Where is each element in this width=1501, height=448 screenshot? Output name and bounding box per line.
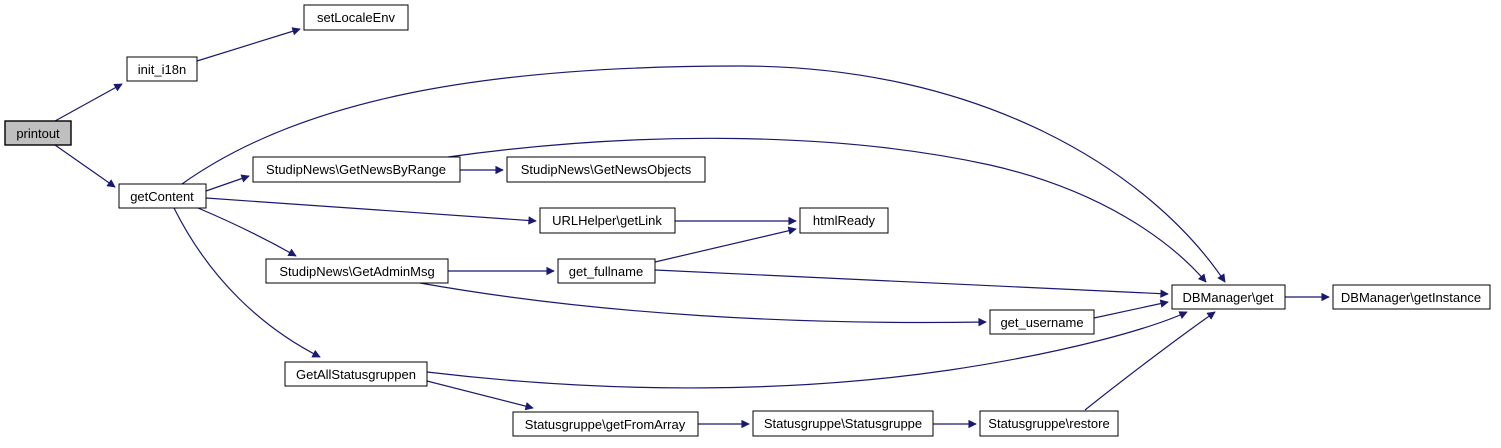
node-htmlReady-box[interactable] xyxy=(799,207,889,234)
node-restore-box[interactable] xyxy=(979,410,1119,437)
node-GetNewsObjects-box[interactable] xyxy=(506,156,706,183)
node-get_fullname-label: get_fullname xyxy=(569,264,643,279)
node-init_i18n-box[interactable] xyxy=(126,56,198,82)
node-init_i18n[interactable]: init_i18n xyxy=(126,56,198,82)
edge-printout-to-init_i18n xyxy=(54,83,123,122)
node-DBManager_getInstance-label: DBManager\getInstance xyxy=(1341,290,1481,305)
node-GetAdminMsg-label: StudipNews\GetAdminMsg xyxy=(279,264,434,279)
node-layer: printout init_i18n setLocaleEnv getConte… xyxy=(4,4,1491,437)
node-get_fullname[interactable]: get_fullname xyxy=(557,258,656,284)
node-getFromArray[interactable]: Statusgruppe\getFromArray xyxy=(512,411,699,437)
node-setLocaleEnv[interactable]: setLocaleEnv xyxy=(303,4,409,31)
node-getLink[interactable]: URLHelper\getLink xyxy=(539,207,676,234)
node-getFromArray-box[interactable] xyxy=(512,411,699,437)
node-htmlReady[interactable]: htmlReady xyxy=(799,207,889,234)
node-GetNewsByRange-box[interactable] xyxy=(252,156,461,183)
node-DBManager_getInstance-box[interactable] xyxy=(1332,284,1491,310)
edge-get_fullname-to-DBManager_get xyxy=(654,269,1169,298)
node-getFromArray-label: Statusgruppe\getFromArray xyxy=(525,417,686,432)
node-printout-box xyxy=(4,120,72,146)
node-getContent-label: getContent xyxy=(130,189,194,204)
node-getContent[interactable]: getContent xyxy=(118,183,207,209)
edge-restore-to-DBManager_get xyxy=(1084,311,1216,411)
node-getLink-label: URLHelper\getLink xyxy=(552,213,662,228)
edge-get_fullname-to-htmlReady xyxy=(654,226,797,263)
node-get_username[interactable]: get_username xyxy=(989,309,1095,335)
node-init_i18n-label: init_i18n xyxy=(138,62,186,77)
node-GetAllStatusgruppen-label: GetAllStatusgruppen xyxy=(296,367,416,382)
node-GetAllStatusgruppen[interactable]: GetAllStatusgruppen xyxy=(284,361,428,387)
edge-getContent-to-GetNewsByRange xyxy=(205,174,250,192)
node-Statusgruppe[interactable]: Statusgruppe\Statusgruppe xyxy=(752,410,934,437)
node-printout-label: printout xyxy=(16,126,60,141)
edge-GetNewsByRange-to-DBManager_get xyxy=(447,137,1207,283)
node-GetNewsObjects[interactable]: StudipNews\GetNewsObjects xyxy=(506,156,706,183)
node-GetNewsObjects-label: StudipNews\GetNewsObjects xyxy=(521,162,692,177)
edge-GetAdminMsg-to-get_username xyxy=(419,282,987,327)
node-GetNewsByRange-label: StudipNews\GetNewsByRange xyxy=(266,162,446,177)
edge-getContent-to-GetAdminMsg xyxy=(197,207,297,257)
edge-get_username-to-DBManager_get xyxy=(1093,299,1169,319)
edge-getContent-to-getLink xyxy=(205,197,537,225)
node-get_username-box[interactable] xyxy=(989,309,1095,335)
node-DBManager_get-label: DBManager\get xyxy=(1182,290,1273,305)
node-GetAllStatusgruppen-box[interactable] xyxy=(284,361,428,387)
node-restore-label: Statusgruppe\restore xyxy=(988,416,1109,431)
node-getContent-box[interactable] xyxy=(118,183,207,209)
node-GetAdminMsg-box[interactable] xyxy=(265,258,449,284)
node-GetNewsByRange[interactable]: StudipNews\GetNewsByRange xyxy=(252,156,461,183)
edge-GetAllStatusgruppen-to-getFromArray xyxy=(426,380,534,411)
edge-printout-to-getContent xyxy=(54,144,116,188)
node-Statusgruppe-label: Statusgruppe\Statusgruppe xyxy=(764,416,922,431)
node-getLink-box[interactable] xyxy=(539,207,676,234)
edge-init_i18n-to-setLocaleEnv xyxy=(196,27,301,62)
node-get_fullname-box[interactable] xyxy=(557,258,656,284)
node-printout: printout xyxy=(4,120,72,146)
edge-layer xyxy=(54,27,1330,429)
node-DBManager_get-box[interactable] xyxy=(1171,284,1286,310)
node-setLocaleEnv-box[interactable] xyxy=(303,4,409,31)
node-GetAdminMsg[interactable]: StudipNews\GetAdminMsg xyxy=(265,258,449,284)
node-setLocaleEnv-label: setLocaleEnv xyxy=(317,10,396,25)
node-DBManager_getInstance[interactable]: DBManager\getInstance xyxy=(1332,284,1491,310)
edge-getContent-to-GetAllStatusgruppen xyxy=(173,207,321,358)
edge-GetAllStatusgruppen-to-DBManager_get xyxy=(426,311,1188,389)
node-DBManager_get[interactable]: DBManager\get xyxy=(1171,284,1286,310)
node-get_username-label: get_username xyxy=(1000,315,1083,330)
node-Statusgruppe-box[interactable] xyxy=(752,410,934,437)
node-htmlReady-label: htmlReady xyxy=(813,213,876,228)
node-restore[interactable]: Statusgruppe\restore xyxy=(979,410,1119,437)
edge-getContent-to-DBManager_get xyxy=(181,65,1226,283)
